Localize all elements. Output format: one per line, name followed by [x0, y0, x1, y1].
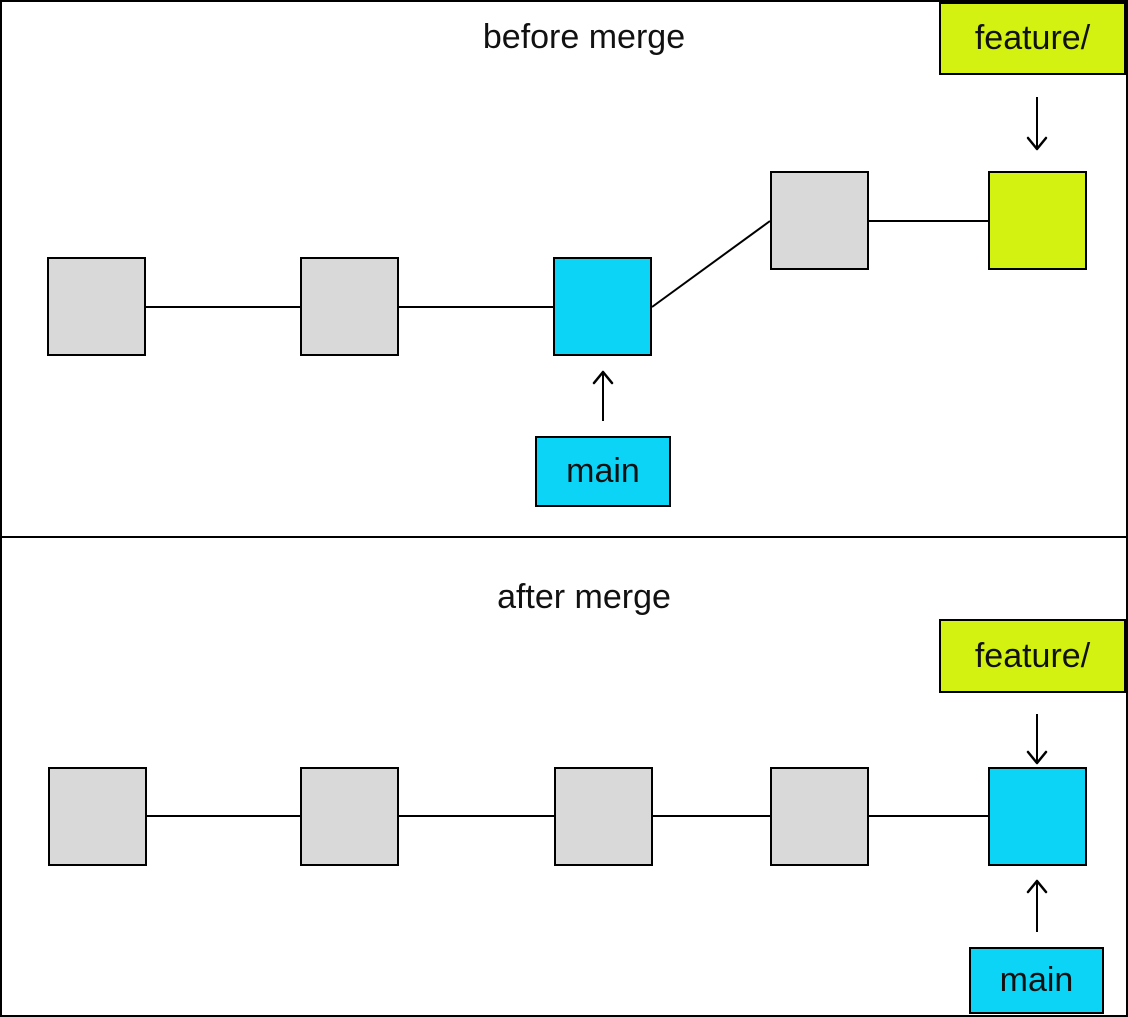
main-branch-label: main — [969, 947, 1104, 1014]
arrow-down-icon — [1026, 714, 1048, 765]
feature-branch-label: feature/ — [939, 619, 1126, 693]
panel-divider — [2, 536, 1126, 538]
panel-title-before: before merge — [482, 18, 686, 56]
commit-node — [770, 171, 869, 270]
branch-diagonal-line — [651, 220, 771, 308]
commit-node — [770, 767, 869, 866]
arrow-down-icon — [1026, 97, 1048, 151]
commit-node-main-head — [553, 257, 652, 356]
commit-node — [47, 257, 146, 356]
arrow-up-icon — [1026, 879, 1048, 932]
commit-node-feature-head — [988, 171, 1087, 270]
commit-node — [554, 767, 653, 866]
feature-branch-label: feature/ — [939, 2, 1126, 75]
commit-node — [48, 767, 147, 866]
panel-title-after: after merge — [497, 578, 671, 616]
main-branch-label: main — [535, 436, 671, 507]
arrow-up-icon — [592, 370, 614, 421]
commit-node-merged-head — [988, 767, 1087, 866]
commit-node — [300, 767, 399, 866]
commit-node — [300, 257, 399, 356]
